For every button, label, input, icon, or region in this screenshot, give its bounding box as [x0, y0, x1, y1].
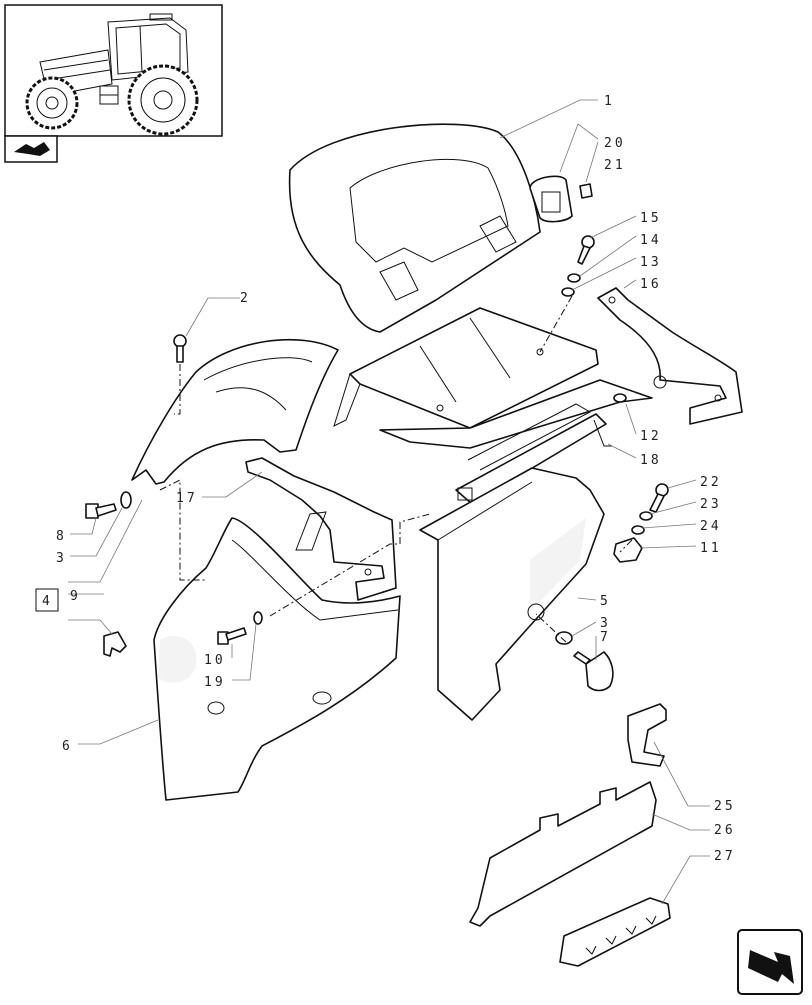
part-23-washer — [639, 511, 653, 521]
callout-labels: 1 20 21 15 14 13 16 2 12 18 22 17 23 24 … — [42, 94, 736, 864]
part-left-panel — [131, 338, 339, 485]
callout-27: 27 — [714, 849, 736, 864]
callout-18: 18 — [640, 453, 662, 468]
part-5-centre-panel — [419, 467, 605, 721]
part-8-bolt — [85, 503, 117, 519]
next-page-arrow-icon[interactable] — [737, 929, 803, 995]
leader-lines — [68, 99, 710, 905]
callout-1: 1 — [604, 94, 615, 109]
callout-4: 4 — [42, 594, 53, 609]
callout-13: 13 — [640, 255, 662, 270]
part-13-washer — [561, 287, 575, 297]
part-12-stud — [613, 393, 627, 403]
callout-22: 22 — [700, 475, 722, 490]
callout-16: 16 — [640, 277, 662, 292]
part-7-knob — [573, 651, 614, 692]
callout-4-box — [35, 588, 59, 612]
part-3-washer-right — [555, 631, 573, 645]
callout-6: 6 — [62, 739, 73, 754]
callout-26: 26 — [714, 823, 736, 838]
part-2-screw — [173, 334, 187, 363]
part-3-washer-left — [120, 491, 132, 509]
section-badge-icon — [4, 135, 58, 163]
callout-20: 20 — [604, 136, 626, 151]
part-9-clip — [103, 631, 127, 657]
callout-8: 8 — [56, 529, 67, 544]
part-18-rail — [455, 403, 612, 505]
callout-24: 24 — [700, 519, 722, 534]
part-25-bracket — [627, 703, 667, 767]
part-24-washer — [631, 525, 645, 535]
part-support-bracket — [333, 307, 653, 449]
part-17-bracket — [245, 457, 397, 601]
callout-21: 21 — [604, 158, 626, 173]
part-14-washer — [567, 273, 581, 283]
tractor-thumbnail-icon — [4, 4, 223, 137]
callout-11: 11 — [700, 541, 722, 556]
callout-17: 17 — [176, 491, 198, 506]
callout-25: 25 — [714, 799, 736, 814]
callout-9: 9 — [70, 589, 81, 604]
part-20-switch — [529, 175, 573, 223]
assembly-lines — [159, 295, 633, 643]
callout-23: 23 — [700, 497, 722, 512]
part-11-nut — [613, 537, 643, 563]
callout-2: 2 — [240, 291, 251, 306]
part-26-cover-plate — [469, 781, 657, 927]
callout-5: 5 — [600, 594, 611, 609]
part-27-grille — [559, 897, 671, 967]
callout-19: 19 — [204, 675, 226, 690]
part-21-clip — [579, 183, 593, 199]
callout-14: 14 — [640, 233, 662, 248]
part-6-lower-panel — [153, 517, 401, 801]
part-1-instrument-cover — [288, 123, 541, 333]
callout-3-left: 3 — [56, 551, 67, 566]
callout-15: 15 — [640, 211, 662, 226]
callout-7: 7 — [600, 630, 611, 645]
callout-12: 12 — [640, 429, 662, 444]
part-16-side-bracket — [597, 287, 743, 425]
part-22-bolt — [649, 483, 669, 513]
part-15-screw — [577, 235, 595, 265]
callout-3-right: 3 — [600, 616, 611, 631]
callout-10: 10 — [204, 653, 226, 668]
part-19-washer — [253, 611, 263, 625]
part-10-screw — [217, 627, 247, 645]
